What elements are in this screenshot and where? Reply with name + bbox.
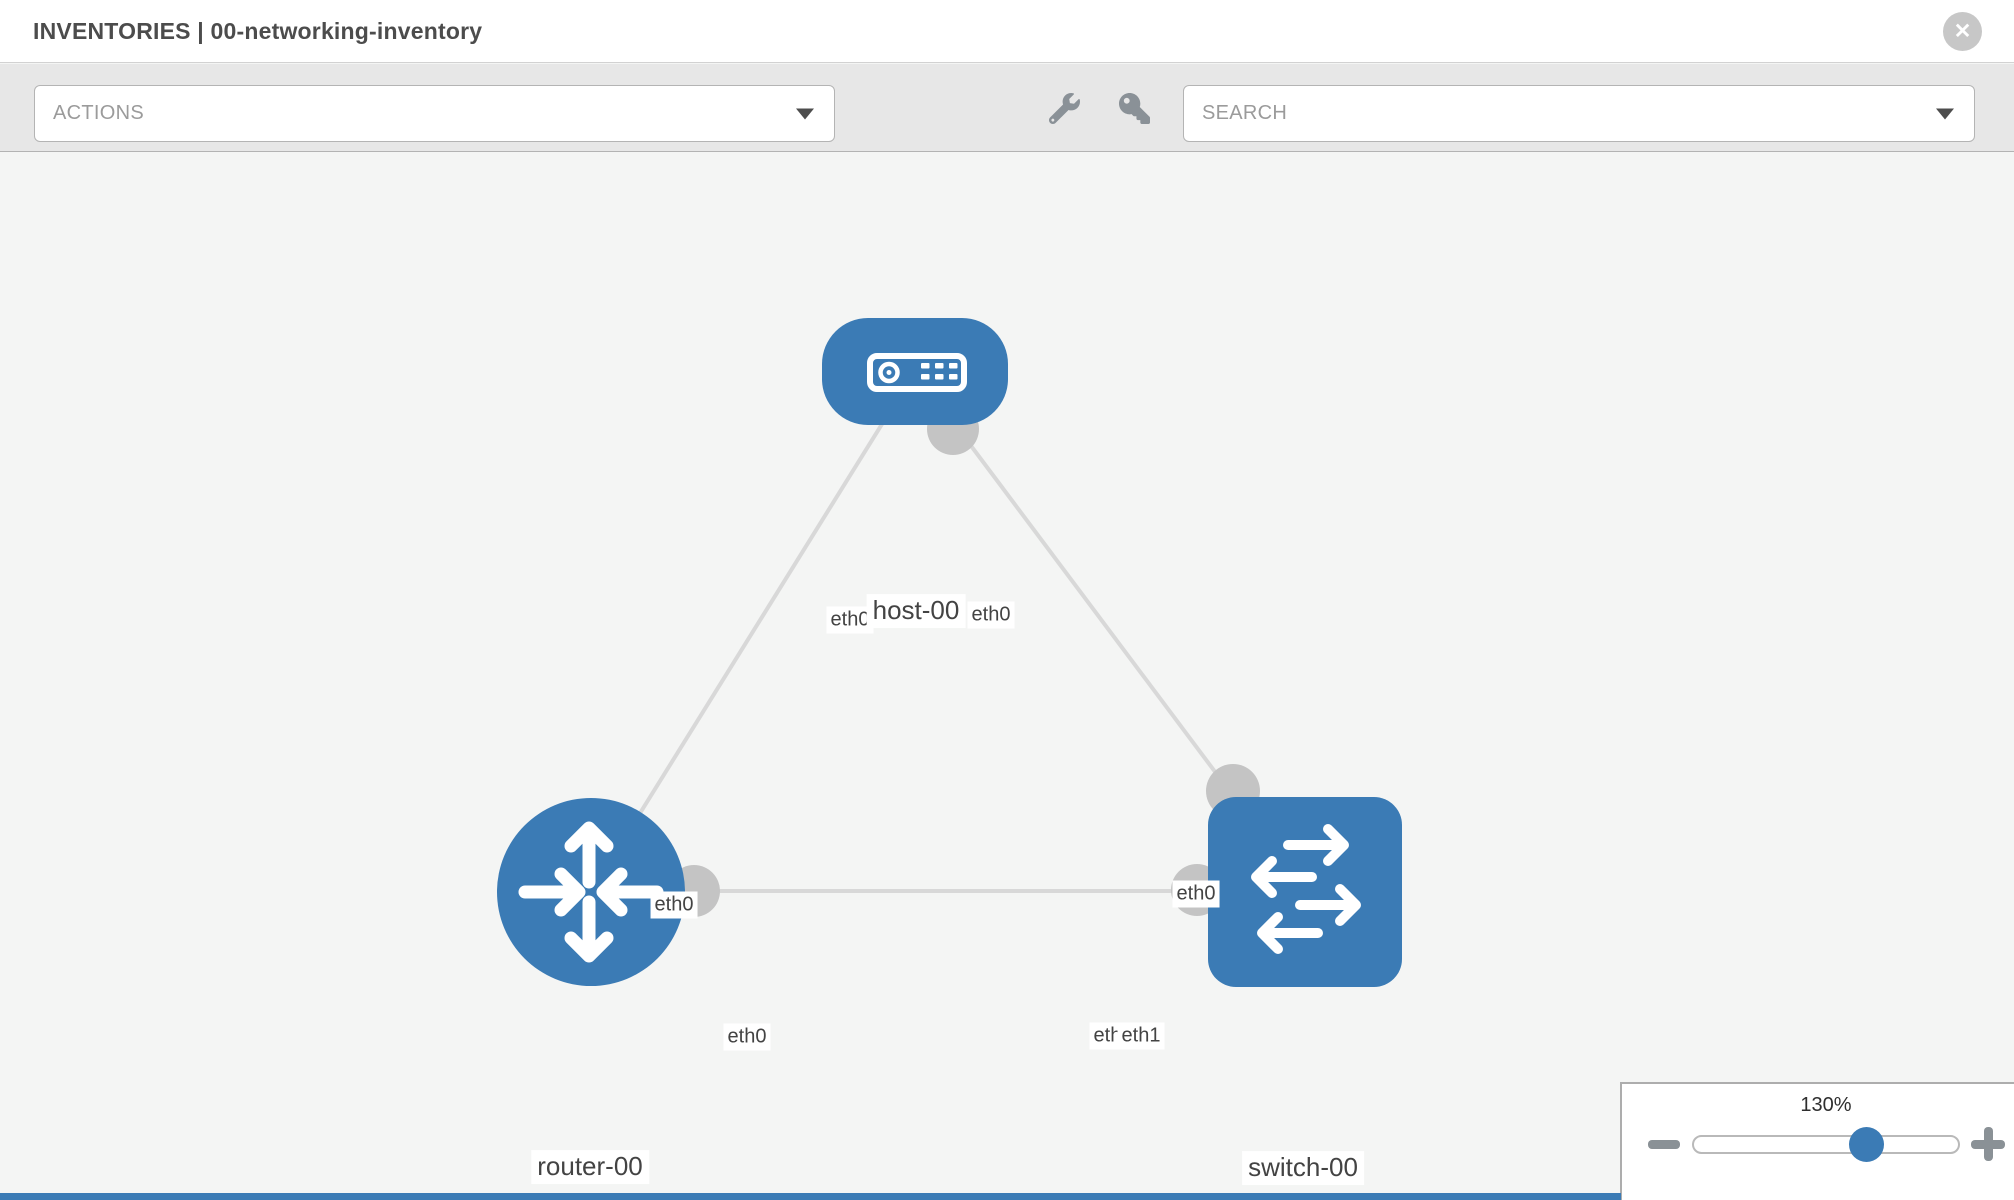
node-router-00[interactable] [497, 798, 685, 986]
zoom-panel: 130% [1620, 1082, 2014, 1200]
page-title: INVENTORIES | 00-networking-inventory [33, 17, 483, 44]
iface-label: eth0 [723, 1023, 771, 1051]
link-host-router[interactable] [589, 369, 917, 894]
toolbar: ACTIONS SEARCH [0, 64, 2014, 152]
key-icon [1118, 92, 1150, 124]
iface-label: eth1 [1117, 1022, 1165, 1050]
iface-label: eth0 [826, 606, 874, 634]
actions-dropdown[interactable]: ACTIONS [34, 85, 835, 142]
node-host-00[interactable] [822, 318, 1008, 425]
actions-dropdown-label: ACTIONS [53, 102, 144, 124]
zoom-out-button[interactable] [1648, 1140, 1680, 1149]
key-button[interactable] [1118, 92, 1150, 124]
node-label-router: router-00 [531, 1150, 649, 1184]
close-icon[interactable]: ✕ [1943, 11, 1982, 51]
node-label-switch: switch-00 [1242, 1151, 1364, 1185]
wrench-icon [1048, 92, 1080, 124]
wrench-button[interactable] [1048, 92, 1080, 124]
zoom-slider-thumb[interactable] [1849, 1127, 1884, 1162]
router-icon [518, 821, 664, 963]
chevron-down-icon [796, 108, 814, 119]
node-switch-00[interactable] [1208, 797, 1402, 987]
topology-svg [497, 318, 1402, 987]
search-dropdown[interactable]: SEARCH [1183, 85, 1975, 142]
chevron-down-icon [1936, 108, 1954, 119]
port-group [668, 403, 1260, 917]
iface-label: eth0 [967, 601, 1015, 629]
topology-canvas[interactable]: eth0 eth0 eth0 eth0 eth0 eth0 eth1 host-… [0, 153, 2014, 1200]
zoom-slider[interactable] [1692, 1127, 1960, 1162]
switch-icon [1251, 824, 1361, 954]
toolbar-icon-group [1048, 64, 1150, 152]
bottom-panel-edge [0, 1193, 1621, 1200]
node-label-host: host-00 [866, 594, 966, 628]
header-bar: INVENTORIES | 00-networking-inventory ✕ [0, 0, 2014, 63]
iface-label: eth0 [1172, 880, 1220, 908]
zoom-in-button[interactable] [1971, 1127, 2005, 1161]
zoom-level-value: 130% [1800, 1094, 1852, 1116]
iface-label: eth0 [650, 891, 698, 919]
search-dropdown-label: SEARCH [1202, 102, 1288, 124]
host-icon [867, 353, 967, 392]
